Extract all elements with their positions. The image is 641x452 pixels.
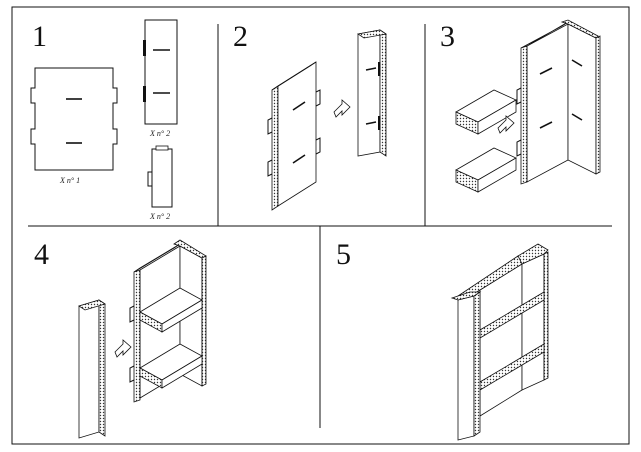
part-tall-panel [143,19,178,125]
step-3-shelf-top [455,89,517,135]
step-2-tall-panel [356,29,388,157]
step-4-number: 4 [34,238,49,271]
part-small-panel [147,145,173,208]
step-3-arrow-icon [497,115,515,134]
step-4-arrow-icon [114,339,132,358]
step-2-large-panel [267,61,321,211]
step-2-number: 2 [233,20,248,53]
step-3-number: 3 [440,20,455,53]
step-1-panel: 1 X n° 1 X n° 2 X n° 2 [30,19,178,221]
step-5-finished-bookcase [450,243,549,441]
part-label-x1: X n° 1 [59,176,80,185]
part-label-x2-top: X n° 2 [149,129,170,138]
part-label-x2-bottom: X n° 2 [149,212,170,221]
step-3-panel: 3 [440,19,601,193]
step-5-number: 5 [336,238,351,271]
step-5-panel: 5 [336,238,549,441]
step-1-number: 1 [32,20,47,53]
step-3-shelf-bottom [455,147,517,193]
outer-frame [11,6,630,445]
step-2-panel: 2 [233,20,388,211]
step-4-side-panel [78,299,106,439]
step-2-arrow-icon [333,99,351,118]
part-large-panel [30,67,118,171]
step-4-panel: 4 [34,238,207,439]
step-3-frame [516,19,601,185]
step-4-assembly [129,239,207,403]
